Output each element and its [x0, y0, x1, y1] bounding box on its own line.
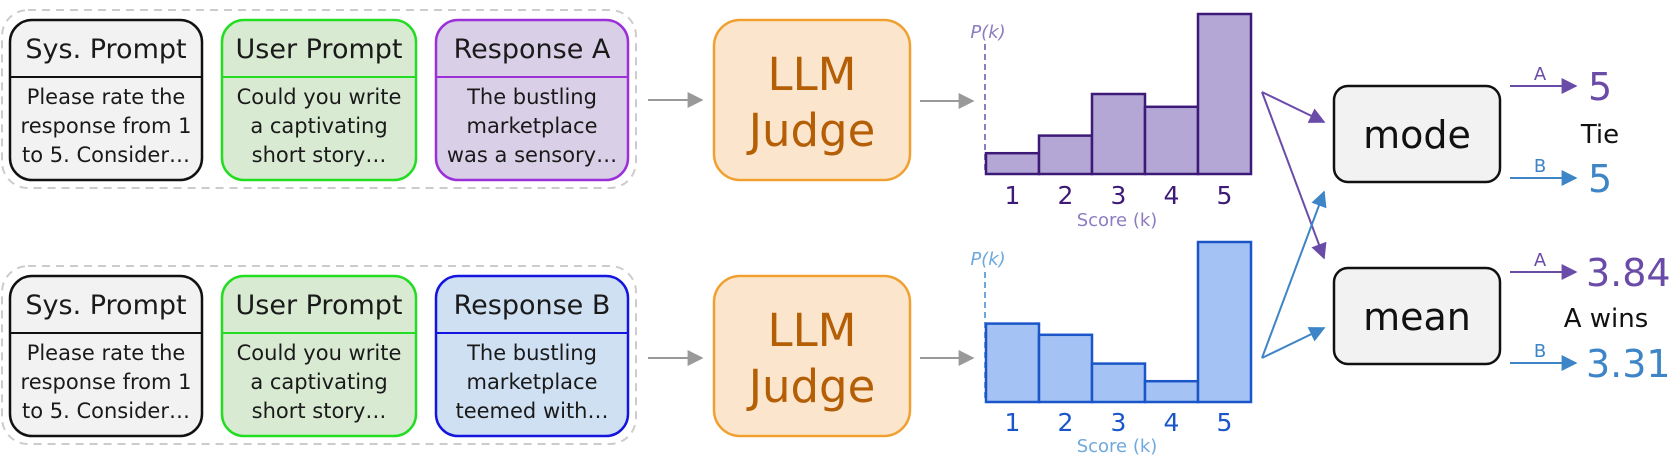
judge-label: Judge [746, 104, 876, 157]
score-bar-5 [1196, 12, 1253, 176]
chart-b-to-mode-arrow [1261, 190, 1327, 359]
sys-prompt-card-b: Sys. Prompt Please rate the response fro… [8, 274, 204, 438]
sys-prompt-line: response from 1 [21, 114, 192, 138]
chart-b-to-mean-arrow [1261, 327, 1326, 359]
response-line: marketplace [466, 114, 597, 138]
user-prompt-title: User Prompt [236, 290, 403, 321]
input-group-outline-b [1, 265, 637, 445]
response-card-a: Response A The bustling marketplace was … [434, 18, 630, 182]
response-title: Response A [454, 34, 611, 65]
x-axis-label: Score (k) [1077, 436, 1158, 457]
user-prompt-line: a captivating [250, 370, 387, 394]
user-prompt-line: a captivating [250, 114, 387, 138]
result-tag: B [1534, 341, 1546, 362]
score-bar-5 [1196, 240, 1253, 404]
response-line: The bustling [466, 85, 597, 109]
score-bar-2 [1037, 134, 1094, 176]
x-tick-label: 5 [1217, 181, 1233, 210]
user-prompt-line: short story… [252, 399, 387, 423]
user-prompt-line: Could you write [237, 85, 402, 109]
result-tag: A [1534, 64, 1547, 85]
judge-label: Judge [746, 360, 876, 413]
llm-judge-box-a: LLM Judge [712, 18, 912, 182]
sys-prompt-title: Sys. Prompt [25, 290, 186, 321]
response-title: Response B [454, 290, 611, 321]
mode-result-b: 5 [1588, 157, 1612, 201]
x-tick-label: 2 [1058, 181, 1074, 210]
x-tick-label: 4 [1164, 408, 1180, 437]
score-bar-3 [1090, 92, 1147, 176]
judge-label: LLM [768, 304, 857, 357]
score-bar-3 [1090, 362, 1147, 404]
aggregator-label: mode [1363, 113, 1471, 157]
aggregator-label: mean [1363, 295, 1471, 339]
response-card-b: Response B The bustling marketplace teem… [434, 274, 630, 438]
score-bar-2 [1037, 333, 1094, 404]
x-tick-label: 3 [1111, 408, 1127, 437]
response-line: The bustling [466, 341, 597, 365]
user-prompt-title: User Prompt [236, 34, 403, 65]
sys-prompt-line: to 5. Consider… [22, 143, 190, 167]
user-prompt-line: short story… [252, 143, 387, 167]
x-tick-label: 5 [1217, 408, 1233, 437]
input-row-a: Sys. Prompt Please rate the response fro… [1, 9, 637, 189]
x-tick-label: 3 [1111, 181, 1127, 210]
mean-result-b: 3.31 [1586, 342, 1671, 386]
result-tag: B [1534, 156, 1546, 177]
chart-a-to-mode-arrow [1261, 91, 1326, 123]
user-prompt-card-a: User Prompt Could you write a captivatin… [220, 18, 418, 182]
mode-result-a: 5 [1588, 65, 1612, 109]
user-prompt-card-b: User Prompt Could you write a captivatin… [220, 274, 418, 438]
judge-label: LLM [768, 48, 857, 101]
mode-outcome: Tie [1580, 120, 1619, 150]
mean-aggregator: mean [1332, 266, 1502, 366]
result-tag: A [1534, 250, 1547, 271]
mean-result-a: 3.84 [1586, 251, 1671, 295]
x-axis-label: Score (k) [1077, 210, 1158, 231]
response-line: marketplace [466, 370, 597, 394]
llm-judge-box-b: LLM Judge [712, 274, 912, 438]
y-axis-label: P(k) [970, 22, 1005, 43]
mode-aggregator: mode [1332, 84, 1502, 184]
x-tick-label: 4 [1164, 181, 1180, 210]
score-bar-4 [1143, 379, 1200, 404]
mean-outcome: A wins [1564, 304, 1649, 334]
input-group-outline-a [1, 9, 637, 189]
sys-prompt-line: Please rate the [27, 341, 186, 365]
chart-a-to-mean-arrow [1261, 91, 1327, 260]
score-distribution-chart-a: P(k) 1 2 3 4 5 Score (k) [970, 12, 1253, 231]
score-bar-4 [1143, 105, 1200, 176]
y-axis-label: P(k) [970, 249, 1005, 270]
score-bar-1 [984, 322, 1041, 404]
sys-prompt-card-a: Sys. Prompt Please rate the response fro… [8, 18, 204, 182]
input-row-b: Sys. Prompt Please rate the response fro… [1, 265, 637, 445]
score-bar-1 [984, 151, 1041, 176]
x-tick-label: 1 [1005, 181, 1021, 210]
x-tick-label: 2 [1058, 408, 1074, 437]
user-prompt-line: Could you write [237, 341, 402, 365]
response-line: teemed with… [455, 399, 608, 423]
sys-prompt-line: Please rate the [27, 85, 186, 109]
sys-prompt-title: Sys. Prompt [25, 34, 186, 65]
x-tick-label: 1 [1005, 408, 1021, 437]
sys-prompt-line: to 5. Consider… [22, 399, 190, 423]
score-distribution-chart-b: P(k) 1 2 3 4 5 Score (k) [970, 240, 1253, 457]
sys-prompt-line: response from 1 [21, 370, 192, 394]
response-line: was a sensory… [447, 143, 617, 167]
